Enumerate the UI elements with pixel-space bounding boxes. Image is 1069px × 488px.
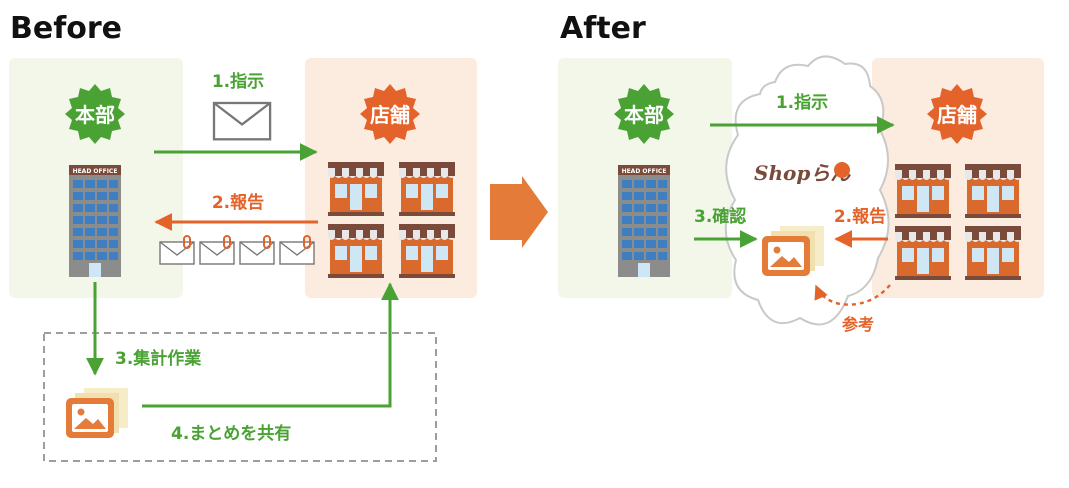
step4-label: 4.まとめを共有 bbox=[171, 423, 291, 444]
store-icon bbox=[965, 226, 1021, 280]
mail-attachment-icon bbox=[159, 241, 195, 265]
store-icon bbox=[399, 224, 455, 278]
thumbs-up-icon bbox=[834, 162, 850, 178]
step3-label: 3.確認 bbox=[694, 206, 746, 227]
building-sign: HEAD OFFICE bbox=[73, 168, 118, 175]
reference-label: 参考 bbox=[842, 315, 874, 334]
hq-badge-label: 本部 bbox=[624, 103, 664, 127]
mail-attachment-icon bbox=[199, 241, 235, 265]
store-icon bbox=[328, 224, 384, 278]
store-badge-label: 店舗 bbox=[370, 103, 410, 127]
transition-arrow-icon bbox=[490, 176, 548, 248]
building-sign: HEAD OFFICE bbox=[622, 168, 667, 175]
image-document-icon bbox=[66, 388, 128, 438]
step3-label: 3.集計作業 bbox=[115, 348, 201, 369]
hq-badge-label: 本部 bbox=[75, 103, 115, 127]
store-icon bbox=[895, 226, 951, 280]
hq-badge: 本部 bbox=[614, 84, 674, 144]
image-document-icon bbox=[762, 226, 824, 276]
manual-work-box bbox=[43, 332, 437, 462]
attachment-envelopes bbox=[159, 235, 315, 265]
store-icon bbox=[965, 164, 1021, 218]
shopran-logo: Shopらん bbox=[754, 161, 851, 185]
head-office-building-icon bbox=[69, 165, 121, 277]
after-title: After bbox=[560, 11, 646, 46]
step2-label: 2.報告 bbox=[212, 192, 264, 213]
store-icon bbox=[399, 162, 455, 216]
store-icon bbox=[328, 162, 384, 216]
head-office-building-icon bbox=[618, 165, 670, 277]
share-arrow bbox=[142, 282, 399, 408]
step2-label: 2.報告 bbox=[834, 206, 886, 227]
hq-badge: 本部 bbox=[65, 84, 125, 144]
store-icon bbox=[895, 164, 951, 218]
mail-envelope-icon bbox=[212, 101, 272, 141]
store-badge: 店舗 bbox=[927, 84, 987, 144]
step1-label: 1.指示 bbox=[212, 71, 264, 92]
mail-attachment-icon bbox=[239, 241, 275, 265]
reference-arrow bbox=[814, 284, 891, 306]
store-badge-label: 店舗 bbox=[937, 103, 977, 127]
step1-label: 1.指示 bbox=[776, 92, 828, 113]
before-title: Before bbox=[10, 11, 122, 46]
store-badge: 店舗 bbox=[360, 84, 420, 144]
mail-attachment-icon bbox=[279, 241, 315, 265]
